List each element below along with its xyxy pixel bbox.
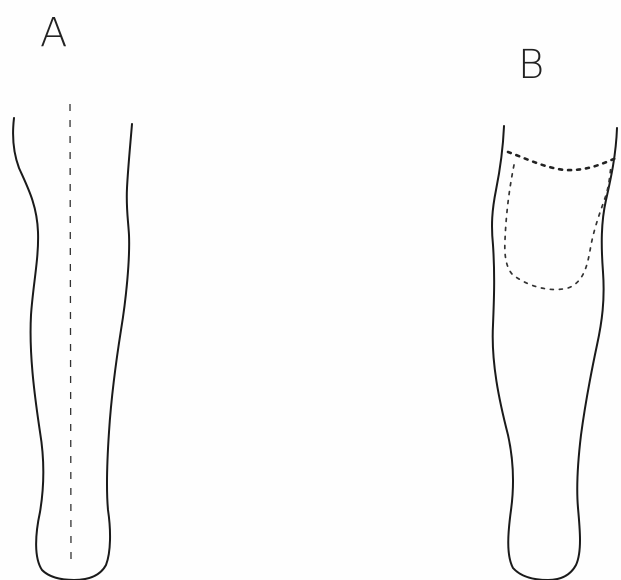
pattern-outline-dotted-line	[505, 165, 611, 290]
panel-b: B	[492, 42, 617, 580]
leg-a-right-outline	[74, 124, 132, 580]
leg-b-right-outline	[548, 128, 617, 580]
leg-a-center-line	[70, 104, 71, 560]
pattern-top-dotted-line	[508, 152, 616, 170]
label-a: A	[40, 10, 67, 56]
leg-a-left-outline	[13, 118, 74, 580]
panel-a: A	[13, 10, 132, 580]
leg-b-left-outline	[492, 126, 548, 580]
label-b: B	[518, 42, 544, 88]
